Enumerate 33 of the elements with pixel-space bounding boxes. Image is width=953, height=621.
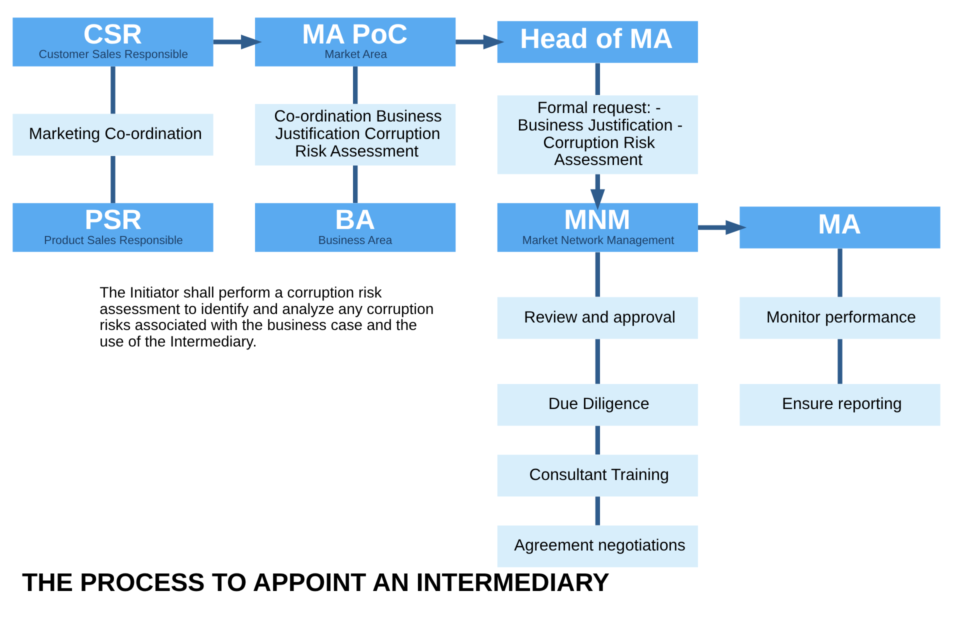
arrow — [213, 34, 262, 49]
connector — [838, 338, 842, 384]
connector — [353, 66, 358, 104]
node-box: BA Business Area — [255, 202, 456, 252]
node-box: MNM Market Network Management — [497, 202, 698, 252]
node-box: Head of MA — [497, 20, 698, 62]
node-box: Monitor performance — [740, 296, 940, 338]
connector — [595, 62, 600, 95]
node-box: Ensure reporting — [740, 384, 940, 426]
connector — [838, 248, 842, 296]
node-box: CSR Customer Sales Responsible — [12, 17, 214, 66]
arrow — [590, 174, 605, 210]
arrow — [456, 34, 504, 49]
node-box: Co-ordination Business Justification Corruption Risk Assessment — [255, 104, 456, 165]
node-box: PSR Product Sales Responsible — [12, 202, 214, 252]
node-box: Review and approval — [497, 296, 698, 338]
arrow — [698, 220, 747, 234]
label: The Initiator shall perform a corruption risk assessment to identify and analyze any corruption risks associated with the business case and the use of the Intermediary. — [100, 284, 434, 350]
node-box: Due Diligence — [497, 384, 698, 426]
node-box: Consultant Training — [497, 454, 698, 496]
node-box: Agreement negotiations — [497, 525, 698, 567]
node-box: Formal request: - Business Justification - Corruption Risk Assessment — [497, 94, 698, 174]
connector — [595, 338, 600, 384]
connector — [353, 165, 358, 202]
node-box: MA — [740, 206, 940, 248]
connector — [110, 155, 116, 203]
connector — [110, 66, 116, 114]
connector — [595, 496, 600, 525]
node-box: Marketing Co-ordination — [12, 113, 214, 156]
diagram-title: THE PROCESS TO APPOINT AN INTERMEDIARY — [22, 568, 610, 597]
node-box: MA PoC Market Area — [255, 17, 456, 66]
connector — [595, 252, 600, 296]
connector — [595, 425, 600, 454]
